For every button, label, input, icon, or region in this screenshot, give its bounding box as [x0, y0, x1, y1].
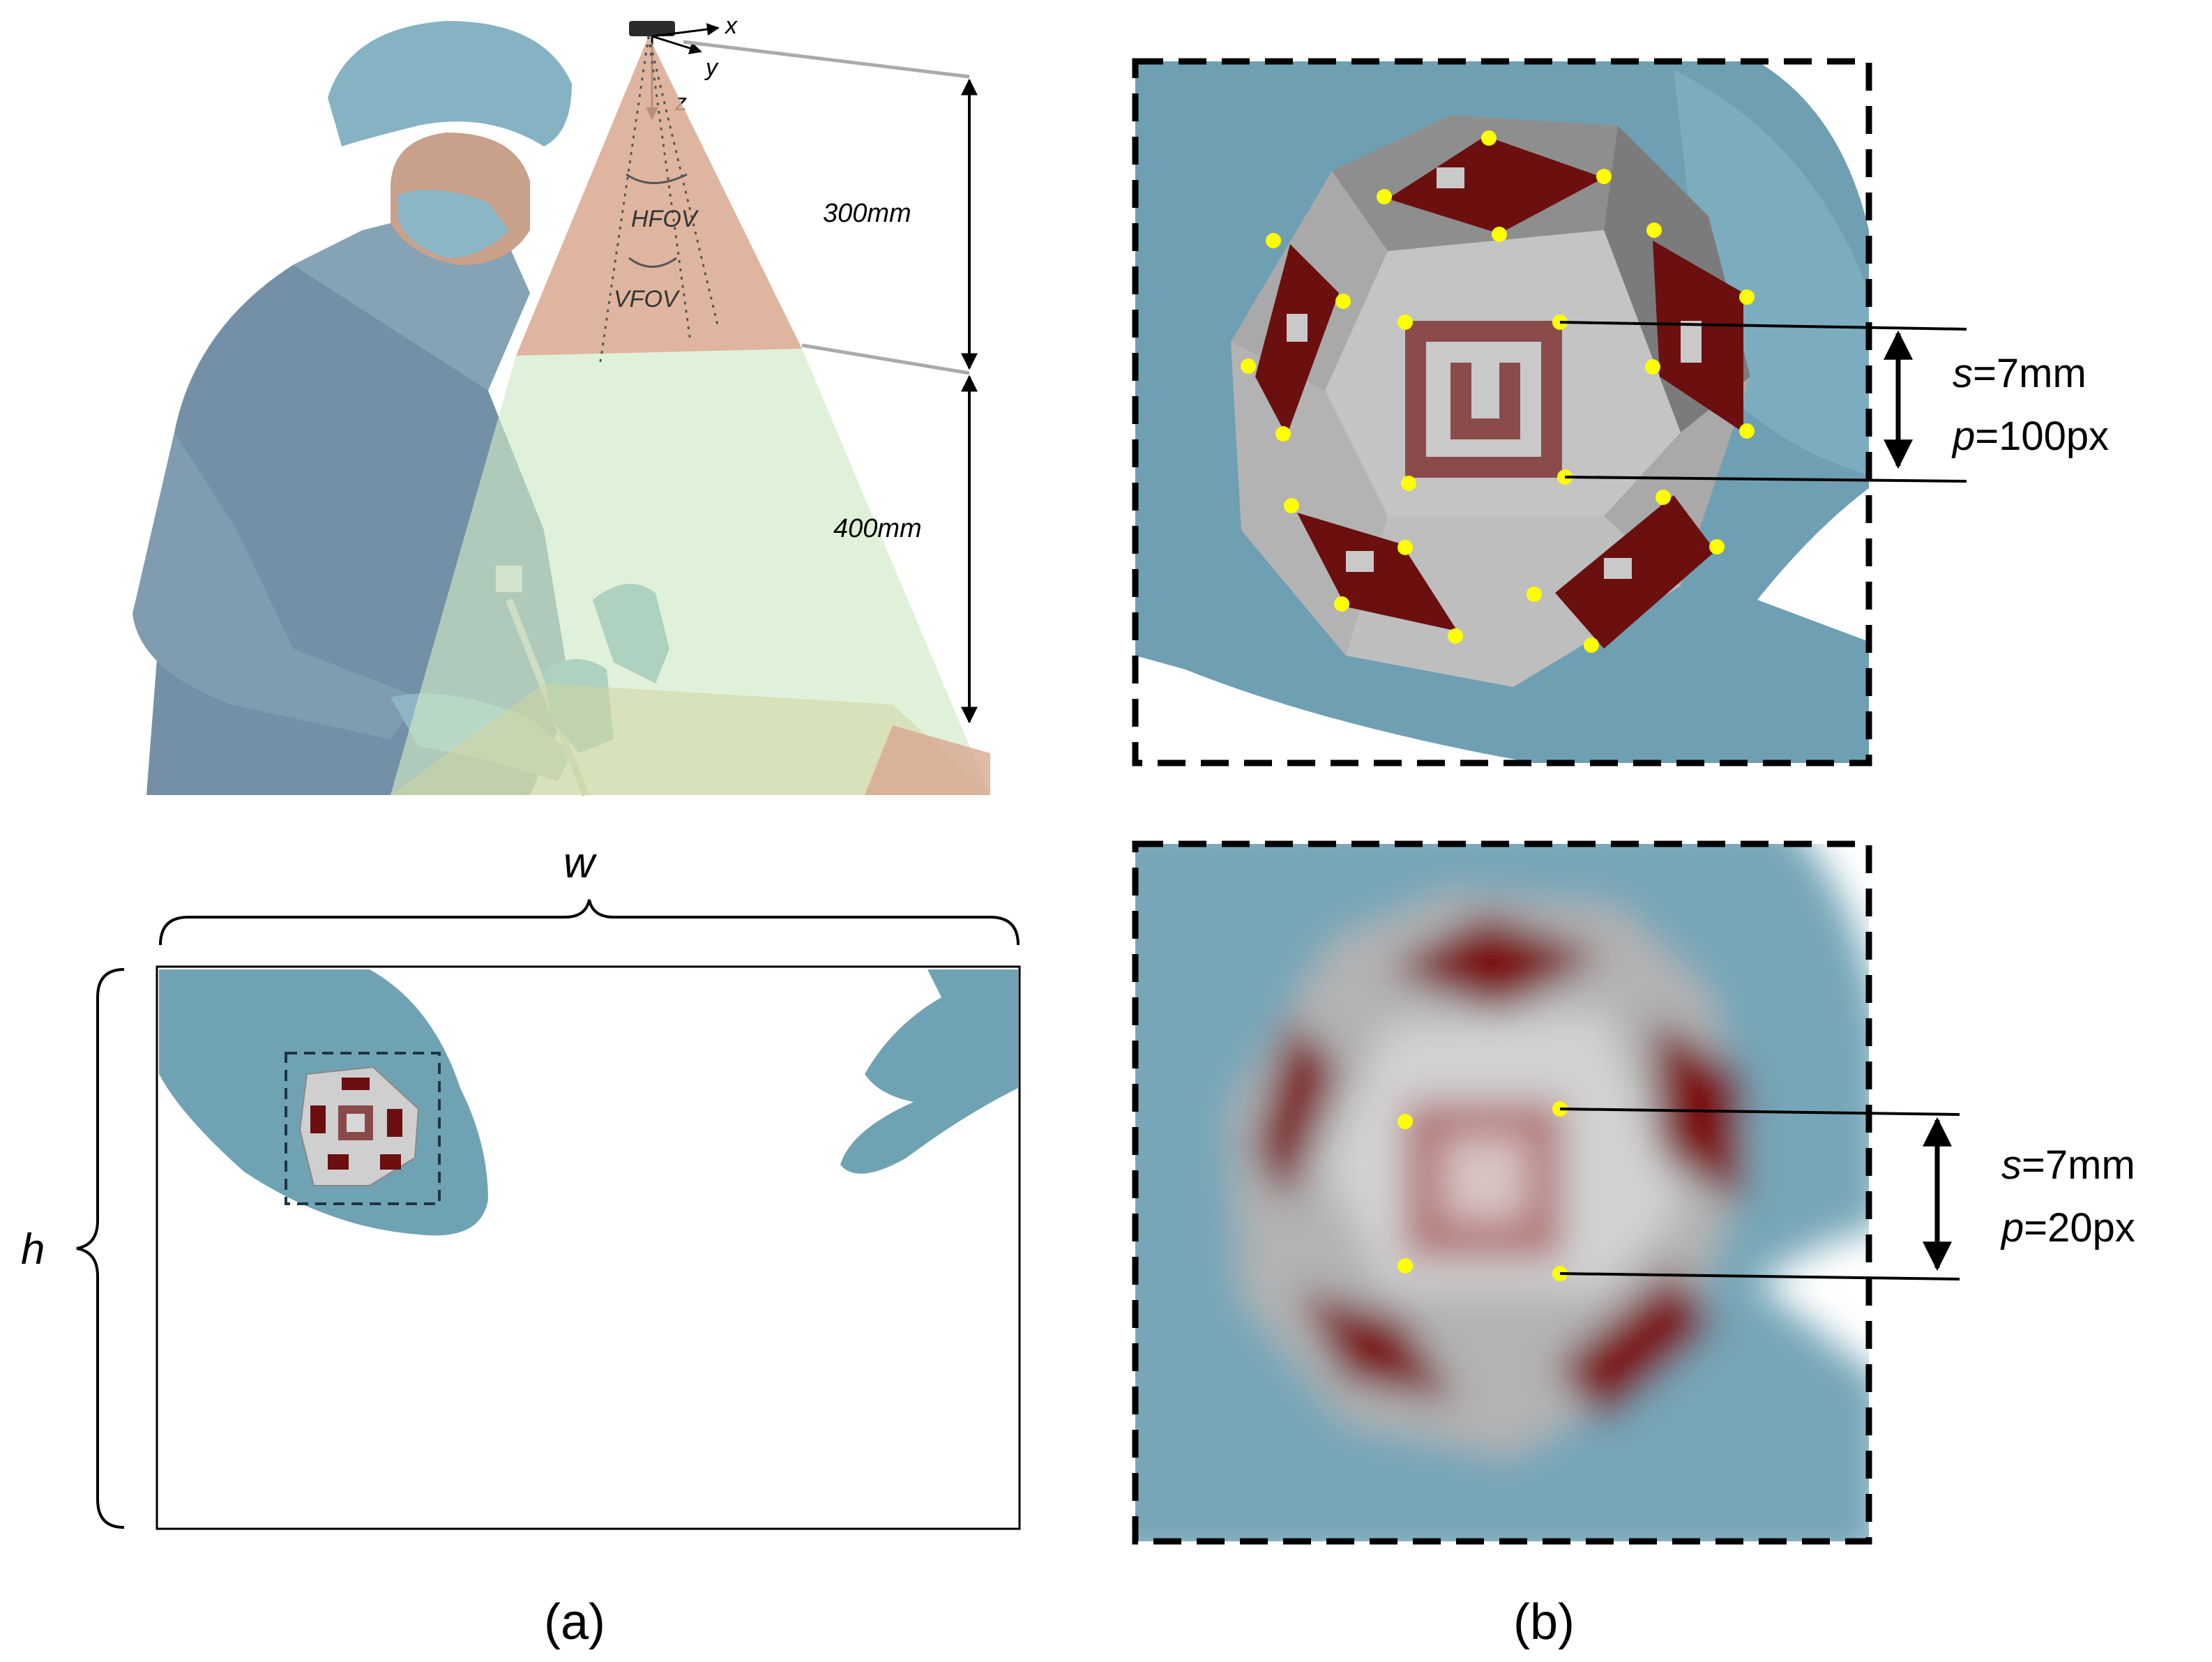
closeup-blurred: s=7mm p=20px — [1132, 840, 2135, 1545]
distance-guides: 300mm 400mm — [683, 40, 978, 724]
closeup-top-size-label: s=7mm — [1953, 351, 2086, 396]
closeup-top-pixel-label: p=100px — [1951, 414, 2109, 459]
closeup-bottom-pixel-label: p=20px — [2000, 1205, 2135, 1251]
right-glove — [840, 969, 1018, 1174]
camera-axis-y-label: y — [704, 54, 719, 81]
surgeon-scene: x y z HFOV VFOV 300mm 400mm — [132, 13, 990, 796]
height-brace — [76, 968, 125, 1529]
camera-frustum: HFOV VFOV — [391, 36, 990, 795]
caption-b: (b) — [1513, 1594, 1575, 1650]
height-label: h — [21, 1225, 45, 1274]
camera-axis-x-label: x — [724, 13, 738, 39]
caption-a: (a) — [544, 1594, 605, 1650]
near-distance-label: 300mm — [823, 199, 911, 228]
closeup-top-frame — [1132, 58, 1872, 766]
closeup-bottom-size-label: s=7mm — [2001, 1142, 2135, 1188]
hfov-label: HFOV — [631, 206, 699, 232]
width-label: w — [563, 839, 598, 887]
vfov-label: VFOV — [614, 286, 681, 312]
far-distance-label: 400mm — [833, 514, 922, 543]
image-frame-diagram: w h — [21, 839, 1021, 1530]
small-marker-dodecahedron — [298, 1066, 420, 1186]
closeup-bottom-frame — [1132, 840, 1872, 1545]
closeup-sharp: s=7mm p=100px — [1132, 58, 2109, 766]
zoom-region-box — [285, 1052, 441, 1205]
width-brace — [159, 899, 1020, 946]
